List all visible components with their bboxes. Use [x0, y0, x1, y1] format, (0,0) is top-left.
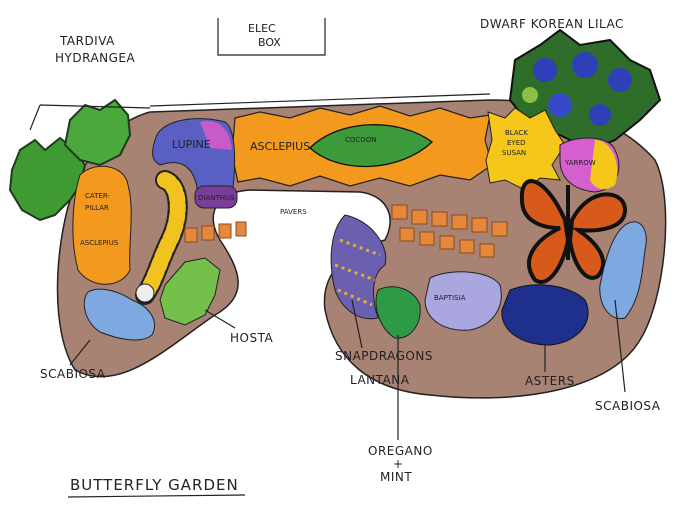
oregano-mint-bed	[375, 286, 421, 339]
butterfly-drawing	[519, 179, 628, 284]
susan-label: BLACK	[505, 129, 528, 137]
hydrangea-shrubs	[8, 98, 132, 222]
asclepius-label: ASCLEPIUS	[80, 239, 119, 247]
oregano-mint-label: +	[393, 457, 404, 471]
diagram-title: BUTTERFLY GARDEN	[70, 476, 239, 494]
lilac-label: DWARF KOREAN LILAC	[480, 17, 624, 31]
oregano-mint-label: OREGANO	[368, 444, 433, 458]
caterpillar-label: CATER-	[85, 192, 110, 200]
hosta-bed	[159, 257, 221, 326]
yarrow-label: YARROW	[564, 159, 596, 167]
elec-box-label: ELEC	[248, 22, 276, 35]
scabiosa-right-label: SCABIOSA	[595, 399, 661, 413]
caterpillar-label: PILLAR	[85, 204, 109, 212]
oregano-mint-label: MINT	[380, 470, 412, 484]
scabiosa-right	[599, 221, 647, 320]
dianthus-bed	[194, 185, 238, 209]
asters-label: ASTERS	[525, 374, 575, 388]
lupine-label: LUPINE	[172, 138, 211, 151]
dianthus-label: DIANTHUS	[198, 194, 235, 202]
hosta-label: HOSTA	[230, 331, 273, 345]
cocoon-leaf	[309, 124, 434, 168]
asclepius-label: ASCLEPIUS	[250, 140, 310, 153]
baptisia-label: BAPTISIA	[434, 294, 466, 302]
baptisia-bed	[424, 271, 502, 331]
pavers-left	[184, 221, 247, 243]
asters-bed	[501, 284, 589, 346]
hydrangea-label: HYDRANGEA	[55, 51, 136, 65]
scabiosa-left-label: SCABIOSA	[40, 367, 106, 381]
susan-label: EYED	[507, 139, 526, 147]
caterpillar-drawing	[135, 170, 188, 305]
elec-box: ELEC BOX	[217, 18, 326, 56]
pavers-label: PAVERS	[280, 208, 307, 216]
black-eyed-susan	[485, 107, 566, 191]
cocoon-label: COCOON	[345, 136, 377, 144]
bed-edge-line	[149, 93, 491, 107]
asclepius-left	[72, 165, 132, 285]
lantana-label: LANTANA	[350, 373, 410, 387]
elec-box-label: BOX	[258, 36, 281, 49]
susan-label: SUSAN	[502, 149, 526, 157]
snapdragons-label: SNAPDRAGONS	[335, 349, 433, 363]
hydrangea-label: TARDIVA	[59, 34, 115, 48]
scabiosa-left	[83, 288, 155, 341]
pavers-right	[391, 204, 508, 258]
